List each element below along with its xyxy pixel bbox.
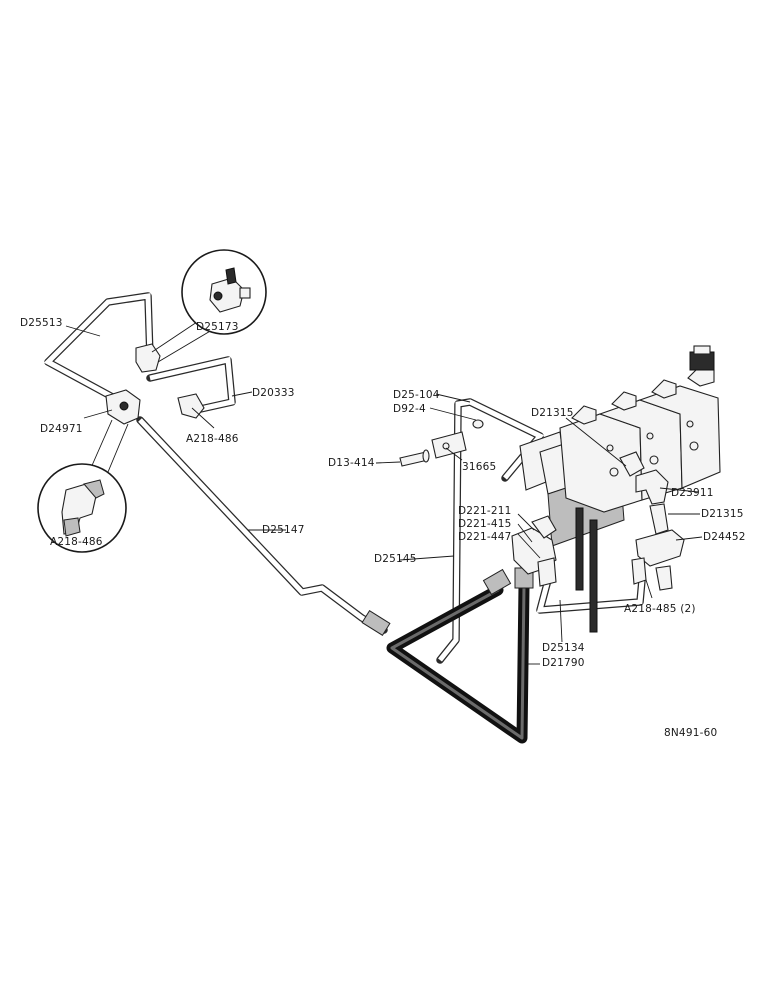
label-d25513: D25513 — [20, 317, 63, 329]
label-a218-486-top: A218-486 — [186, 433, 239, 445]
label-d13-414: D13-414 — [328, 457, 375, 469]
label-d21315-top: D21315 — [531, 407, 574, 419]
tube-d25513 — [43, 292, 154, 404]
valve-port-d21315 — [619, 451, 645, 477]
label-d92-4: D92-4 — [393, 403, 426, 415]
label-d20333: D20333 — [252, 387, 295, 399]
label-drawing-number: 8N491-60 — [664, 727, 717, 739]
label-a218-485: A218-485 (2) — [624, 603, 696, 615]
hose-d21790 — [386, 580, 530, 744]
label-d24452: D24452 — [703, 531, 746, 543]
hose-fitting-left — [482, 568, 512, 596]
callout-tee-d25173 — [151, 249, 267, 363]
bolt-d13-414 — [399, 449, 430, 467]
label-d25173: D25173 — [196, 321, 239, 333]
label-a218-486-callout: A218-486 — [50, 536, 103, 548]
label-d25147: D25147 — [262, 524, 305, 536]
tee-d24452 — [635, 503, 685, 567]
callout-elbow-a218-486 — [37, 419, 129, 553]
label-d221-211: D221-211 — [458, 505, 512, 517]
label-d25134: D25134 — [542, 642, 585, 654]
tee-fitting-main — [105, 389, 141, 425]
label-d21790: D21790 — [542, 657, 585, 669]
label-31665: 31665 — [462, 461, 496, 473]
washer-d92-4 — [472, 419, 484, 429]
label-d21315-right: D21315 — [701, 508, 744, 520]
elbow-a218-485 — [631, 557, 673, 591]
elbow-a218-486-in-line — [177, 393, 205, 419]
elbow-d23911 — [635, 469, 669, 505]
tube-d20333 — [146, 356, 236, 414]
label-d25145: D25145 — [374, 553, 417, 565]
label-d23911: D23911 — [671, 487, 714, 499]
label-d24971: D24971 — [40, 423, 83, 435]
label-d221-415: D221-415 — [458, 518, 512, 530]
tee-fitting-upper — [135, 343, 161, 373]
label-d221-447: D221-447 — [458, 531, 512, 543]
label-d25-104: D25-104 — [393, 389, 440, 401]
clip-31665 — [431, 431, 467, 459]
union-fitting — [361, 610, 391, 636]
leader-lines — [65, 325, 703, 665]
